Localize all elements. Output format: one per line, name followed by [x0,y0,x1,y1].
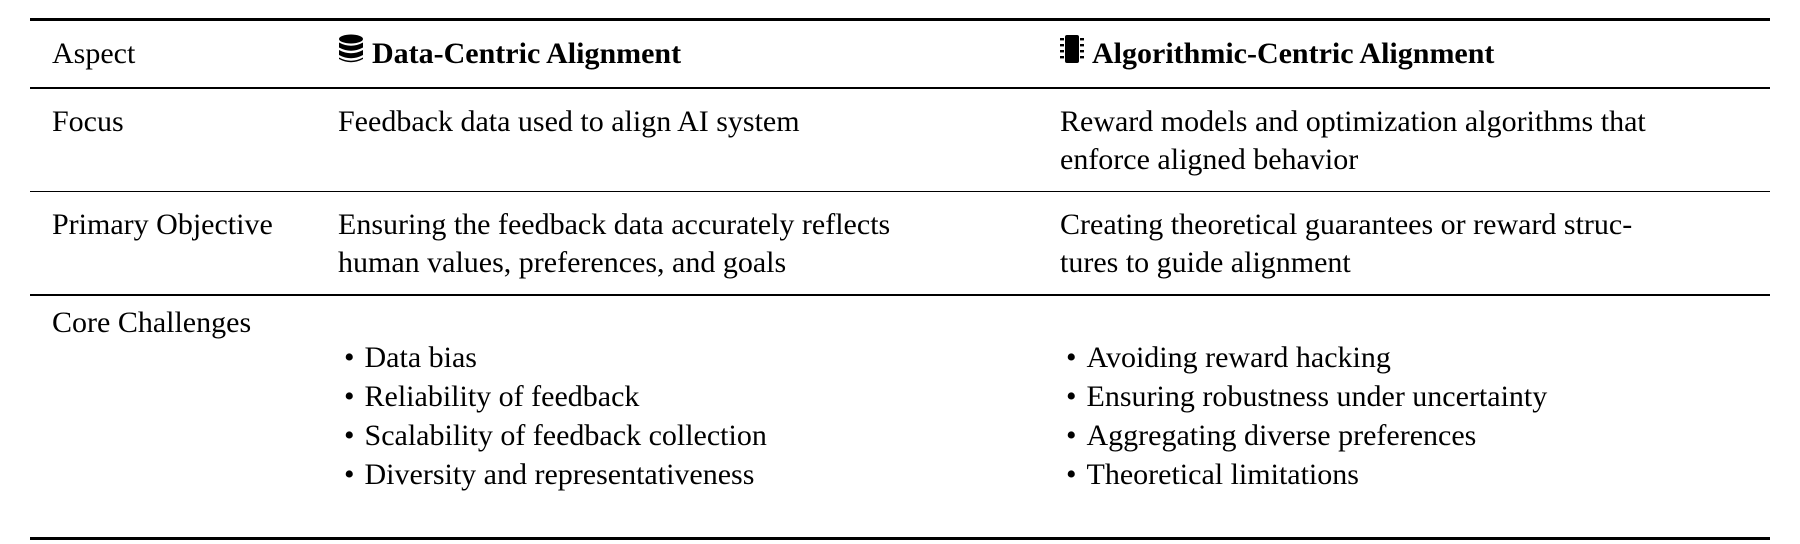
row-rule-2 [30,294,1770,296]
top-rule [30,18,1770,21]
focus-algo-line1: Reward models and optimization algorithm… [1060,104,1646,138]
header-aspect: Aspect [52,37,136,70]
list-item: Diversity and representativeness [344,455,1052,494]
focus-data: Feedback data used to align AI system [338,104,800,138]
row-core-challenges: Core Challenges Data bias Reliability of… [30,296,1770,537]
objective-data-line1: Ensuring the feedback data accurately re… [338,208,891,242]
list-item: Avoiding reward hacking [1066,338,1770,377]
list-item: Ensuring robustness under uncertainty [1066,377,1770,416]
focus-algo: Reward models and optimization algorithm… [1052,103,1770,191]
objective-data: Ensuring the feedback data accurately re… [332,206,1052,294]
row-rule-1 [30,190,1770,193]
list-item: Aggregating diverse preferences [1066,416,1770,455]
core-data: Data bias Reliability of feedback Scalab… [332,304,1052,537]
objective-data-line2: human values, preferences, and goals [338,246,787,280]
header-data-centric: Data-Centric Alignment [372,37,682,70]
bottom-rule [30,536,1770,540]
objective-algo-line2: tures to guide alignment [1060,246,1351,280]
header-rule [30,87,1770,89]
header-data-centric-cell: Data-Centric Alignment [332,34,1052,74]
core-algo: Avoiding reward hacking Ensuring robustn… [1052,304,1770,537]
database-icon [338,34,364,74]
header-algorithmic-centric-cell: Algorithmic-Centric Alignment [1052,34,1770,74]
core-aspect: Core Challenges [52,305,252,339]
core-algo-list: Avoiding reward hacking Ensuring robustn… [1060,338,1770,494]
objective-aspect: Primary Objective [52,208,273,242]
row-focus: Focus Feedback data used to align AI sys… [30,89,1770,191]
objective-algo-line1: Creating theoretical guarantees or rewar… [1060,208,1633,242]
list-item: Theoretical limitations [1066,455,1770,494]
list-item: Data bias [344,338,1052,377]
header-row: Aspect Data-Centric Alignment [30,21,1770,87]
core-data-list: Data bias Reliability of feedback Scalab… [338,338,1052,494]
comparison-table: Aspect Data-Centric Alignment [30,18,1770,540]
focus-algo-line2: enforce aligned behavior [1060,142,1359,176]
list-item: Reliability of feedback [344,377,1052,416]
row-primary-objective: Primary Objective Ensuring the feedback … [30,192,1770,294]
objective-algo: Creating theoretical guarantees or rewar… [1052,206,1770,294]
focus-aspect: Focus [52,104,124,138]
microchip-icon [1060,34,1084,74]
header-algorithmic-centric: Algorithmic-Centric Alignment [1092,37,1495,70]
list-item: Scalability of feedback collection [344,416,1052,455]
